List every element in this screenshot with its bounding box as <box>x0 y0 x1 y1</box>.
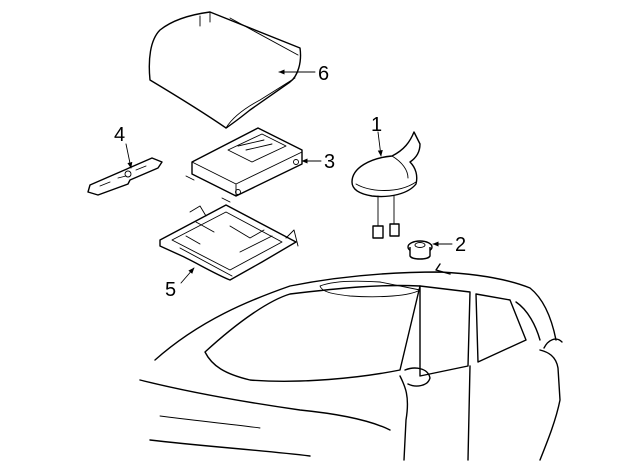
part-6-cover <box>148 11 302 129</box>
callout-2: 2 <box>455 234 466 256</box>
part-1-antenna <box>351 131 421 239</box>
part-5-tray <box>159 204 299 281</box>
part-4-bracket <box>87 157 163 196</box>
leader-lines <box>125 69 453 284</box>
vehicle-outline <box>139 263 563 461</box>
part-2-grommet <box>407 240 433 260</box>
callout-1: 1 <box>371 114 382 136</box>
callout-6: 6 <box>318 63 329 85</box>
part-3-module <box>185 127 303 203</box>
callout-5: 5 <box>165 279 176 301</box>
callout-3: 3 <box>324 151 335 173</box>
callout-4: 4 <box>114 124 125 146</box>
